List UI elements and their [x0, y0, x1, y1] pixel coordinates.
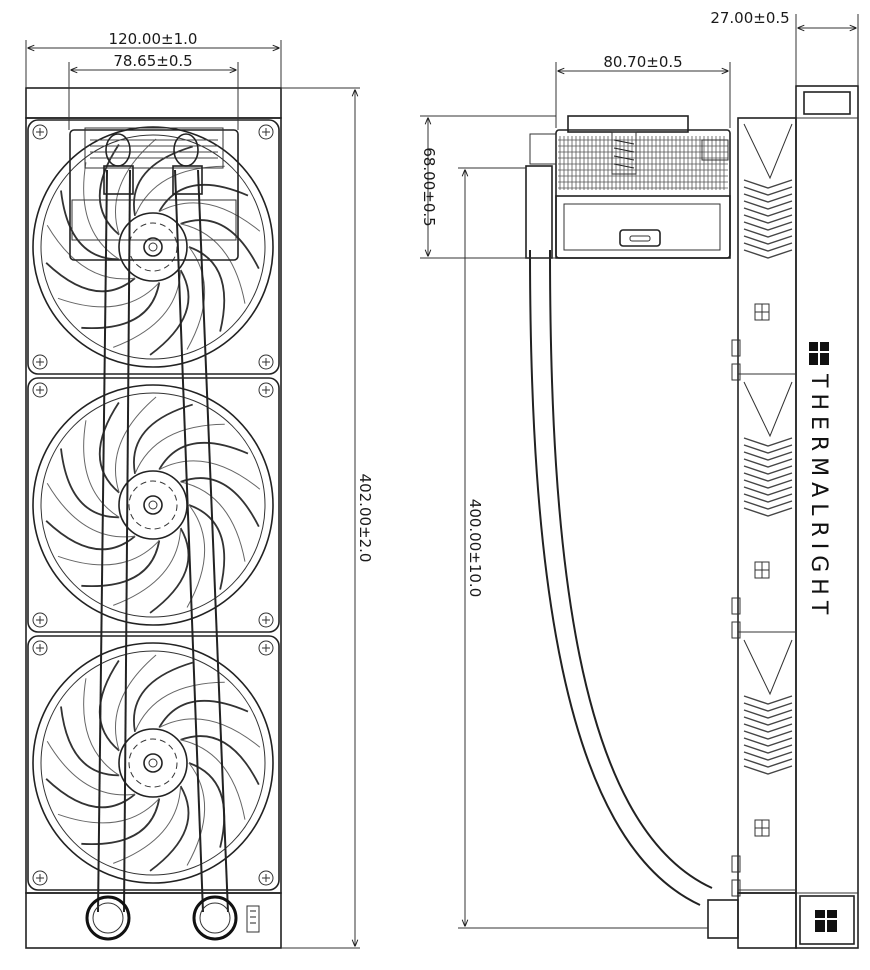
brand-text: THERMALRIGHT — [806, 373, 831, 620]
fan-side-details — [731, 123, 796, 897]
dim-pump-height-label: 68.00±0.5 — [420, 147, 438, 226]
usb-c-port — [619, 229, 661, 247]
tube-side — [525, 165, 797, 949]
front-dimensions: 120.00±1.0 78.65±0.5 402.00±2.0 — [25, 30, 374, 949]
pump-top-front — [84, 127, 224, 169]
fan-1 — [27, 119, 280, 375]
fan-side-3 — [731, 639, 796, 897]
dim-tube-spacing-label: 78.65±0.5 — [113, 52, 192, 70]
radiator-top-cap — [25, 87, 282, 119]
radiator-body — [25, 117, 282, 894]
fan-side-strip — [737, 117, 797, 894]
thermalright-logo-side — [809, 342, 829, 365]
pump-window-front — [71, 199, 237, 241]
dim-thickness-label: 27.00±0.5 — [710, 9, 789, 27]
side-view: THERMALRIGHT — [525, 85, 859, 949]
fan-side-1 — [731, 123, 796, 381]
pump-side — [529, 115, 731, 259]
side-dimensions: 27.00±0.5 80.70±0.5 68.00±0.5 400.00±10.… — [420, 9, 859, 929]
fan-side-2 — [731, 381, 796, 639]
front-view — [25, 87, 282, 949]
dim-tube-length-label: 400.00±10.0 — [466, 499, 484, 597]
fan-frames — [27, 119, 280, 891]
fan-3 — [27, 635, 280, 891]
dim-pump-width-label: 80.70±0.5 — [603, 53, 682, 71]
tube-side-fitting — [707, 899, 739, 939]
tubes-front — [85, 165, 238, 941]
dim-width-label: 120.00±1.0 — [109, 30, 198, 48]
radiator-bottom-cap — [25, 892, 282, 949]
radiator-side-top-slot — [803, 91, 851, 115]
pump-fins-front — [90, 139, 218, 159]
fan-2 — [27, 377, 280, 633]
dim-height-label: 402.00±2.0 — [356, 474, 374, 563]
pump-block-front — [69, 129, 239, 261]
thermalright-logo-bottom — [815, 910, 837, 932]
fan-connector — [246, 905, 260, 933]
radiator-side-bottom-plate — [799, 895, 855, 945]
